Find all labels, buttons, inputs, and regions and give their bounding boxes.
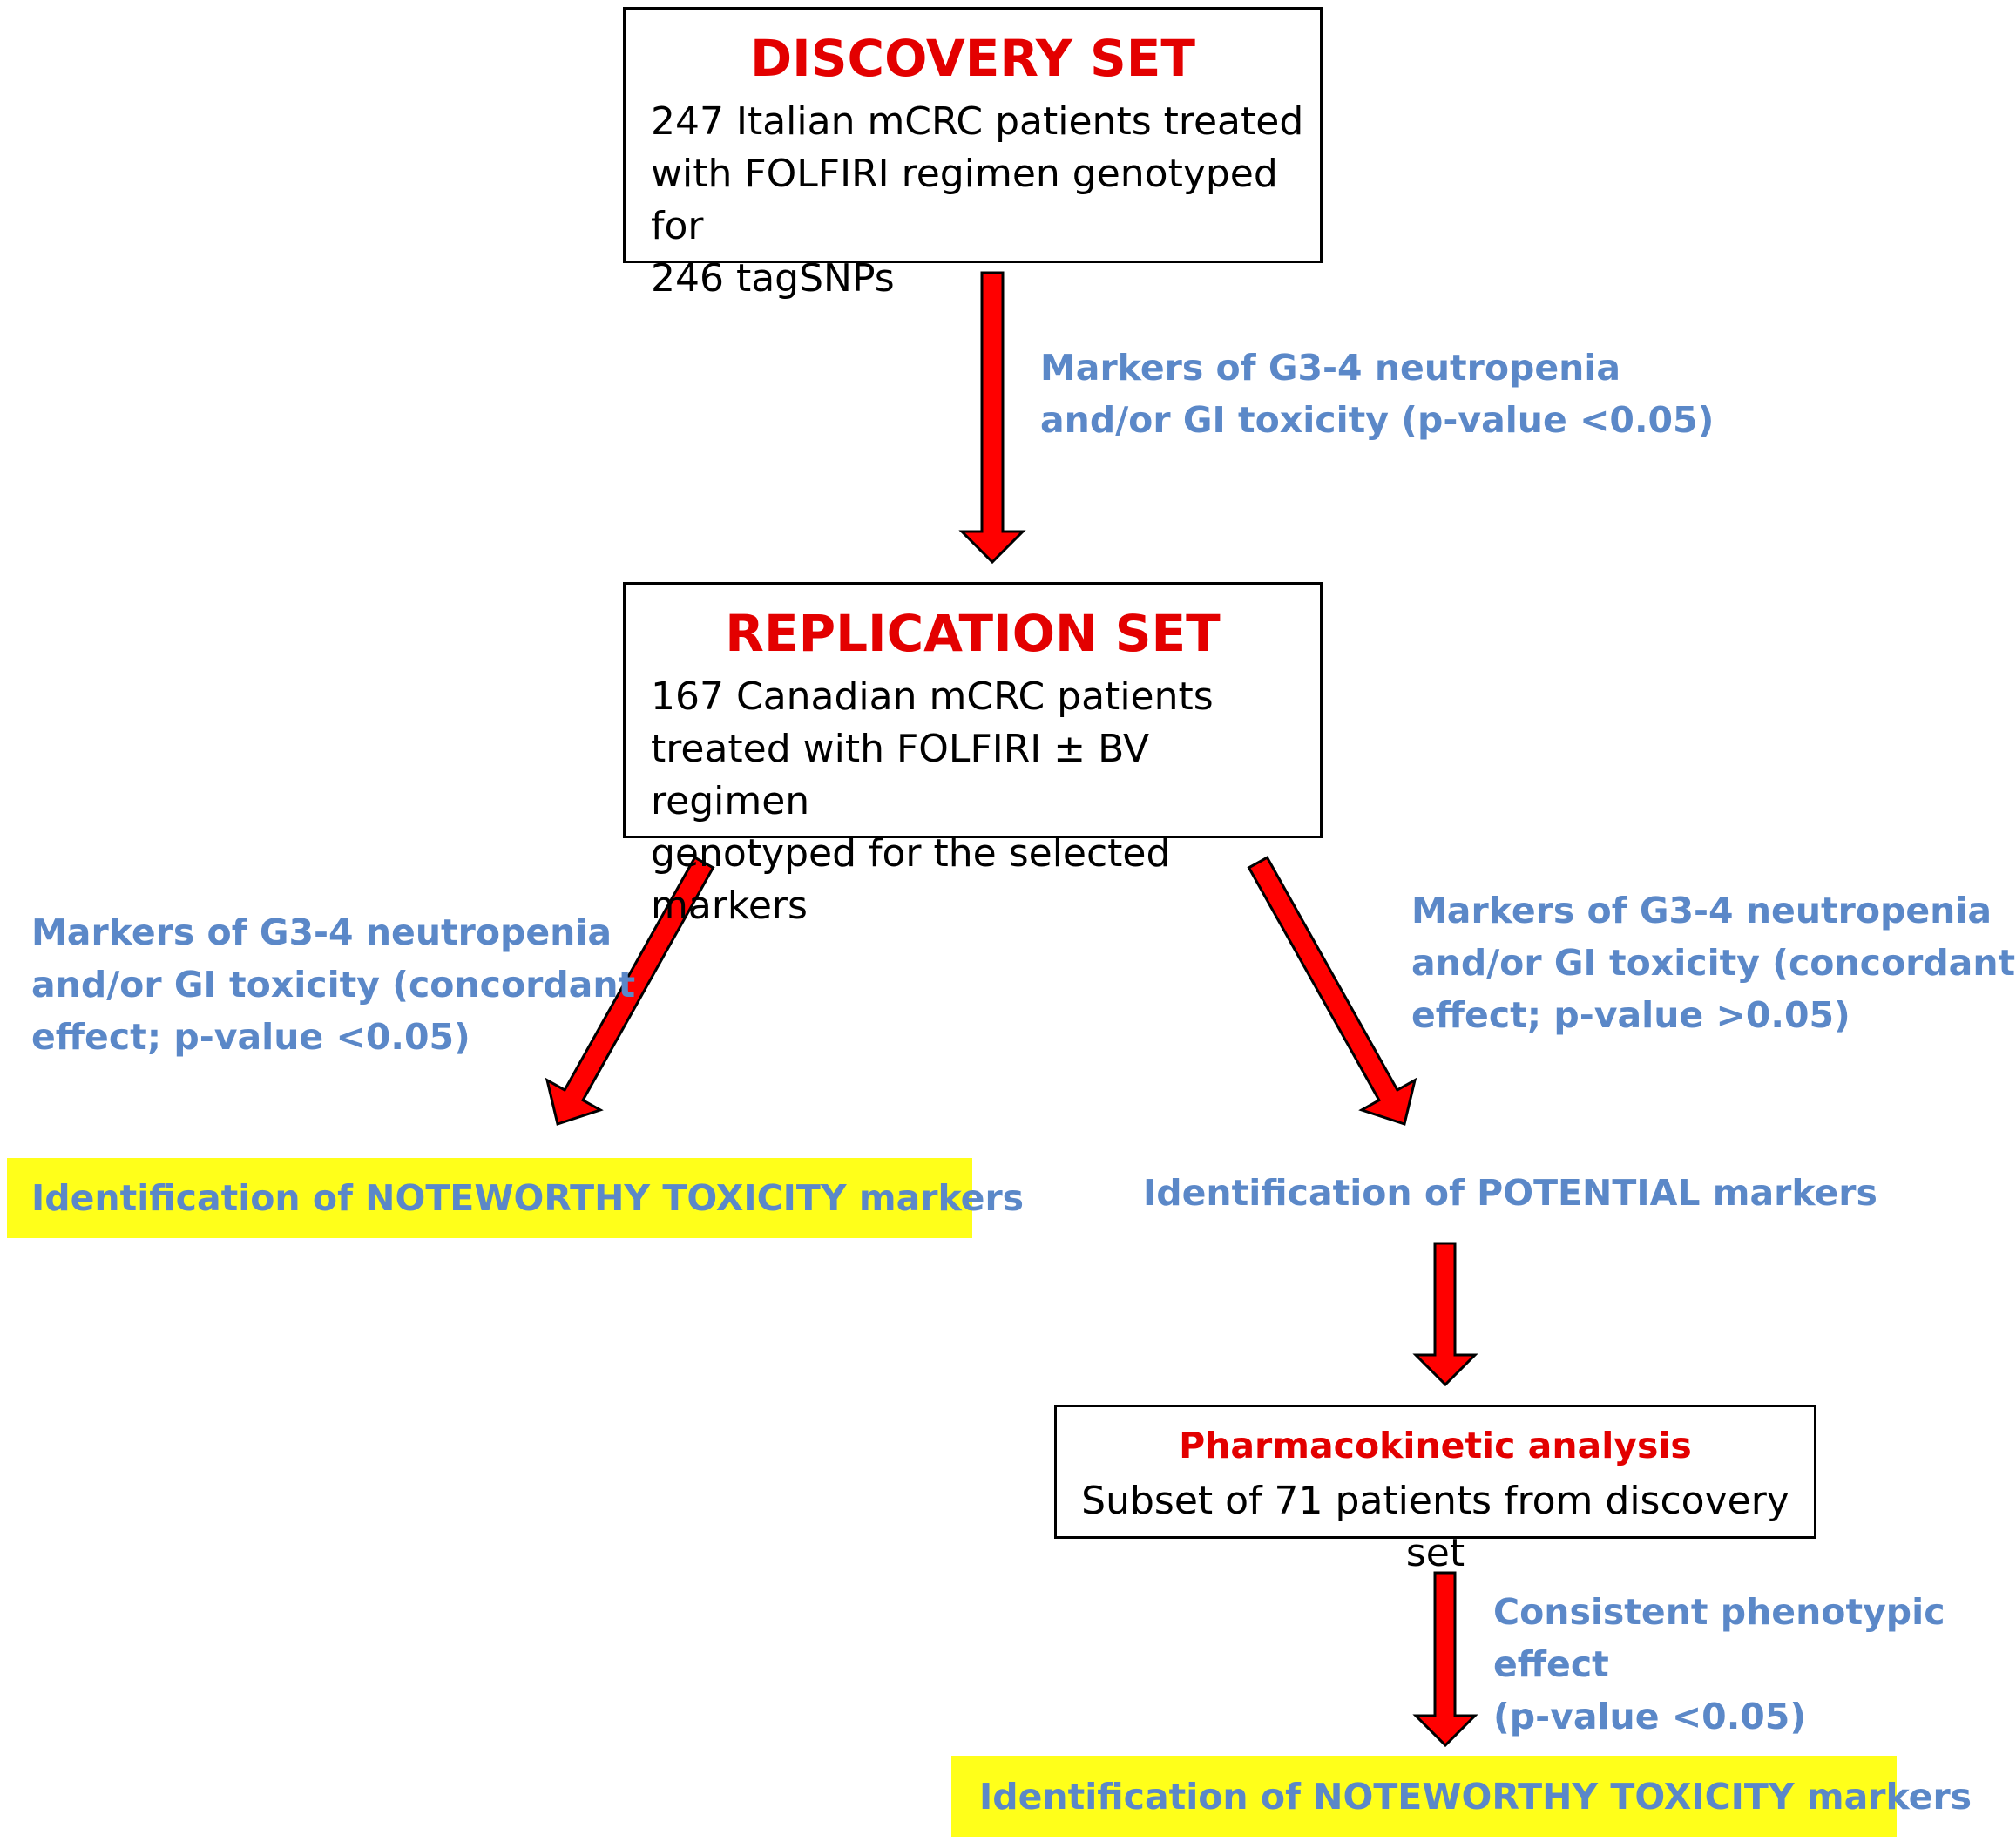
left-branch-criteria: Markers of G3-4 neutropenia and/or GI to…: [31, 911, 636, 1058]
arrow-right-diagonal: [1247, 856, 1417, 1126]
arrow-pk-to-final: [1412, 1571, 1478, 1748]
arrow-left-branch: [545, 856, 715, 1126]
pharmacokinetic-analysis-description: Subset of 71 patients from discovery set: [1081, 1479, 1789, 1575]
arrow-discovery-to-replication: [958, 271, 1026, 565]
replication-set-box: REPLICATION SET 167 Canadian mCRC patien…: [623, 582, 1323, 928]
replication-set-description: 167 Canadian mCRC patients treated with …: [651, 674, 1214, 928]
discovery-to-replication-criteria: Markers of G3-4 neutropenia and/or GI to…: [1040, 347, 1715, 441]
noteworthy-markers-final-text: Identification of NOTEWORTHY TOXICITY ma…: [979, 1775, 1972, 1818]
pk-to-final-criteria: Consistent phenotypic effect (p-value <0…: [1493, 1591, 1945, 1737]
right-branch-criteria: Markers of G3-4 neutropenia and/or GI to…: [1411, 890, 2016, 1036]
pharmacokinetic-analysis-box: Pharmacokinetic analysis Subset of 71 pa…: [1054, 1405, 1816, 1575]
discovery-set-title: DISCOVERY SET: [750, 29, 1195, 88]
noteworthy-markers-left-highlight: Identification of NOTEWORTHY TOXICITY ma…: [7, 1158, 1024, 1238]
pharmacokinetic-analysis-title: Pharmacokinetic analysis: [1179, 1425, 1692, 1466]
discovery-set-box: DISCOVERY SET 247 Italian mCRC patients …: [623, 7, 1323, 301]
potential-markers-text: Identification of POTENTIAL markers: [1143, 1172, 1877, 1214]
noteworthy-markers-final-highlight: Identification of NOTEWORTHY TOXICITY ma…: [951, 1756, 1972, 1837]
arrow-left-diagonal: [545, 856, 715, 1126]
discovery-set-description: 247 Italian mCRC patients treated with F…: [651, 99, 1304, 301]
arrow-potential-to-pk: [1412, 1242, 1478, 1387]
replication-set-title: REPLICATION SET: [725, 604, 1221, 663]
arrow-right-branch: [1247, 856, 1417, 1126]
noteworthy-markers-left-text: Identification of NOTEWORTHY TOXICITY ma…: [31, 1177, 1025, 1219]
